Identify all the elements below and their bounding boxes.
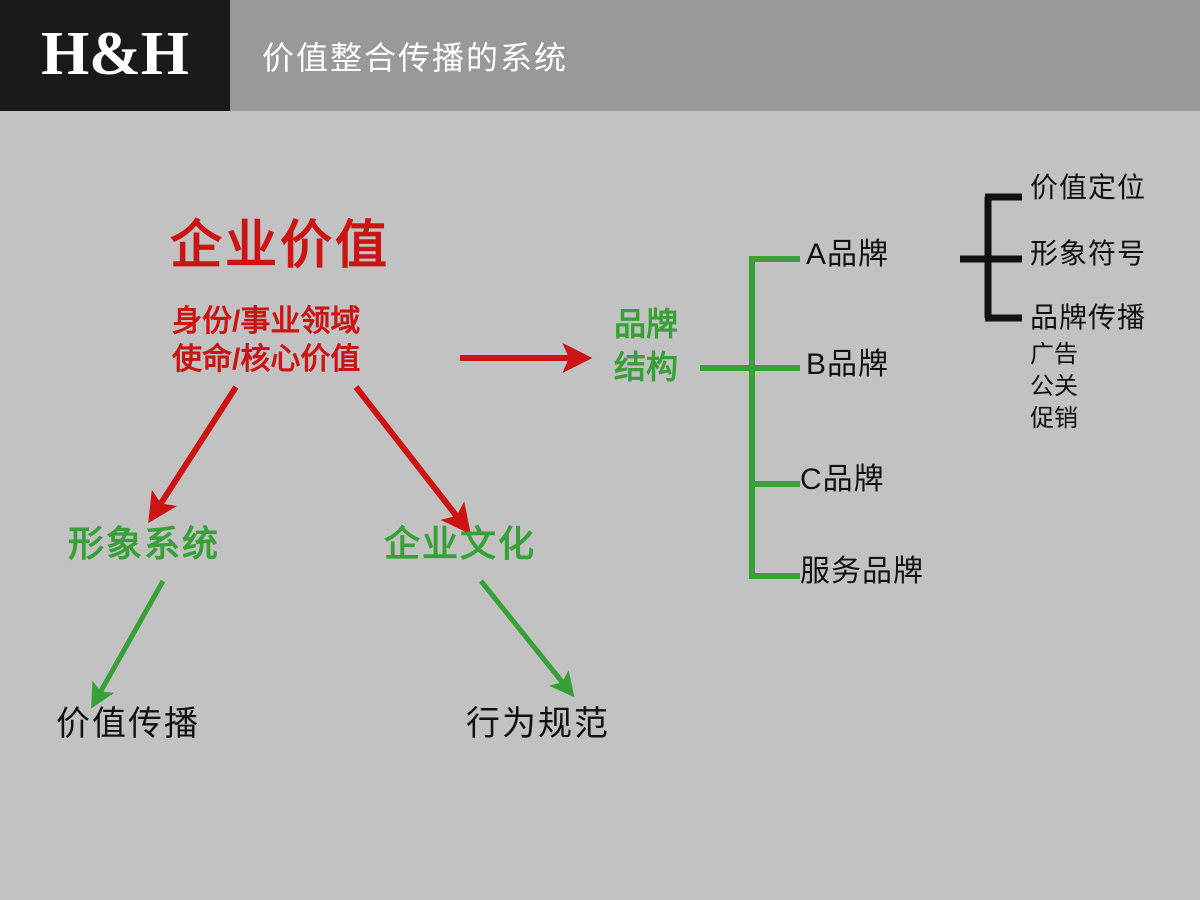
brand-comm-item-image-symbol: 形象符号 [1030, 238, 1147, 269]
hh-logo-text: H&H [40, 19, 190, 88]
arrow-image-system-to-value-comm [91, 579, 166, 709]
brand-structure-label-line-1: 品牌 [613, 306, 678, 342]
root-sub-line-2: 使命/核心价值 [172, 342, 361, 376]
brand-comm-item-brand-communication: 品牌传播 [1030, 302, 1147, 333]
brand-comm-sub-list: 广告 公关 促销 [1030, 339, 1078, 435]
brand-comm-sub-item-promotion: 促销 [1030, 405, 1078, 433]
leaf-value-communication: 价值传播 [56, 705, 200, 743]
diagram-canvas: 企业价值 身份/事业领域 使命/核心价值 形象系统 企业文化 价值传播 行为规范… [0, 111, 1200, 900]
brand-comm-item-value-position: 价值定位 [1030, 172, 1147, 203]
brand-item-service: 服务品牌 [800, 555, 924, 588]
root-node-title: 企业价值 [170, 217, 391, 275]
arrow-root-to-image-system [148, 385, 239, 524]
root-node-subtitle: 身份/事业领域 使命/核心价值 [172, 303, 360, 378]
brand-item-b: B品牌 [806, 348, 890, 381]
node-image-system: 形象系统 [68, 523, 221, 564]
leaf-behavior-norm: 行为规范 [466, 705, 610, 743]
connector-layer [91, 193, 1022, 709]
page-header: H&H 价值整合传播的系统 [0, 0, 1200, 111]
arrow-root-to-corp-culture [353, 385, 471, 535]
brand-structure-label-line-2: 结构 [613, 349, 678, 386]
logo-box: H&H [0, 0, 230, 111]
brand-item-c: C品牌 [800, 463, 885, 496]
root-sub-line-1: 身份/事业领域 [172, 305, 361, 338]
brand-item-a: A品牌 [806, 238, 890, 271]
brand-structure-label: 品牌 结构 [604, 303, 688, 389]
brand-structure-bracket [700, 256, 800, 579]
brand-comm-sub-item-advertising: 广告 [1030, 341, 1078, 368]
brand-communication-bracket [960, 193, 1022, 322]
brand-comm-sub-item-pr: 公关 [1030, 373, 1078, 401]
node-corp-culture: 企业文化 [384, 523, 537, 564]
page-title: 价值整合传播的系统 [262, 39, 569, 76]
arrow-corp-culture-to-behavior-norm [479, 579, 575, 698]
